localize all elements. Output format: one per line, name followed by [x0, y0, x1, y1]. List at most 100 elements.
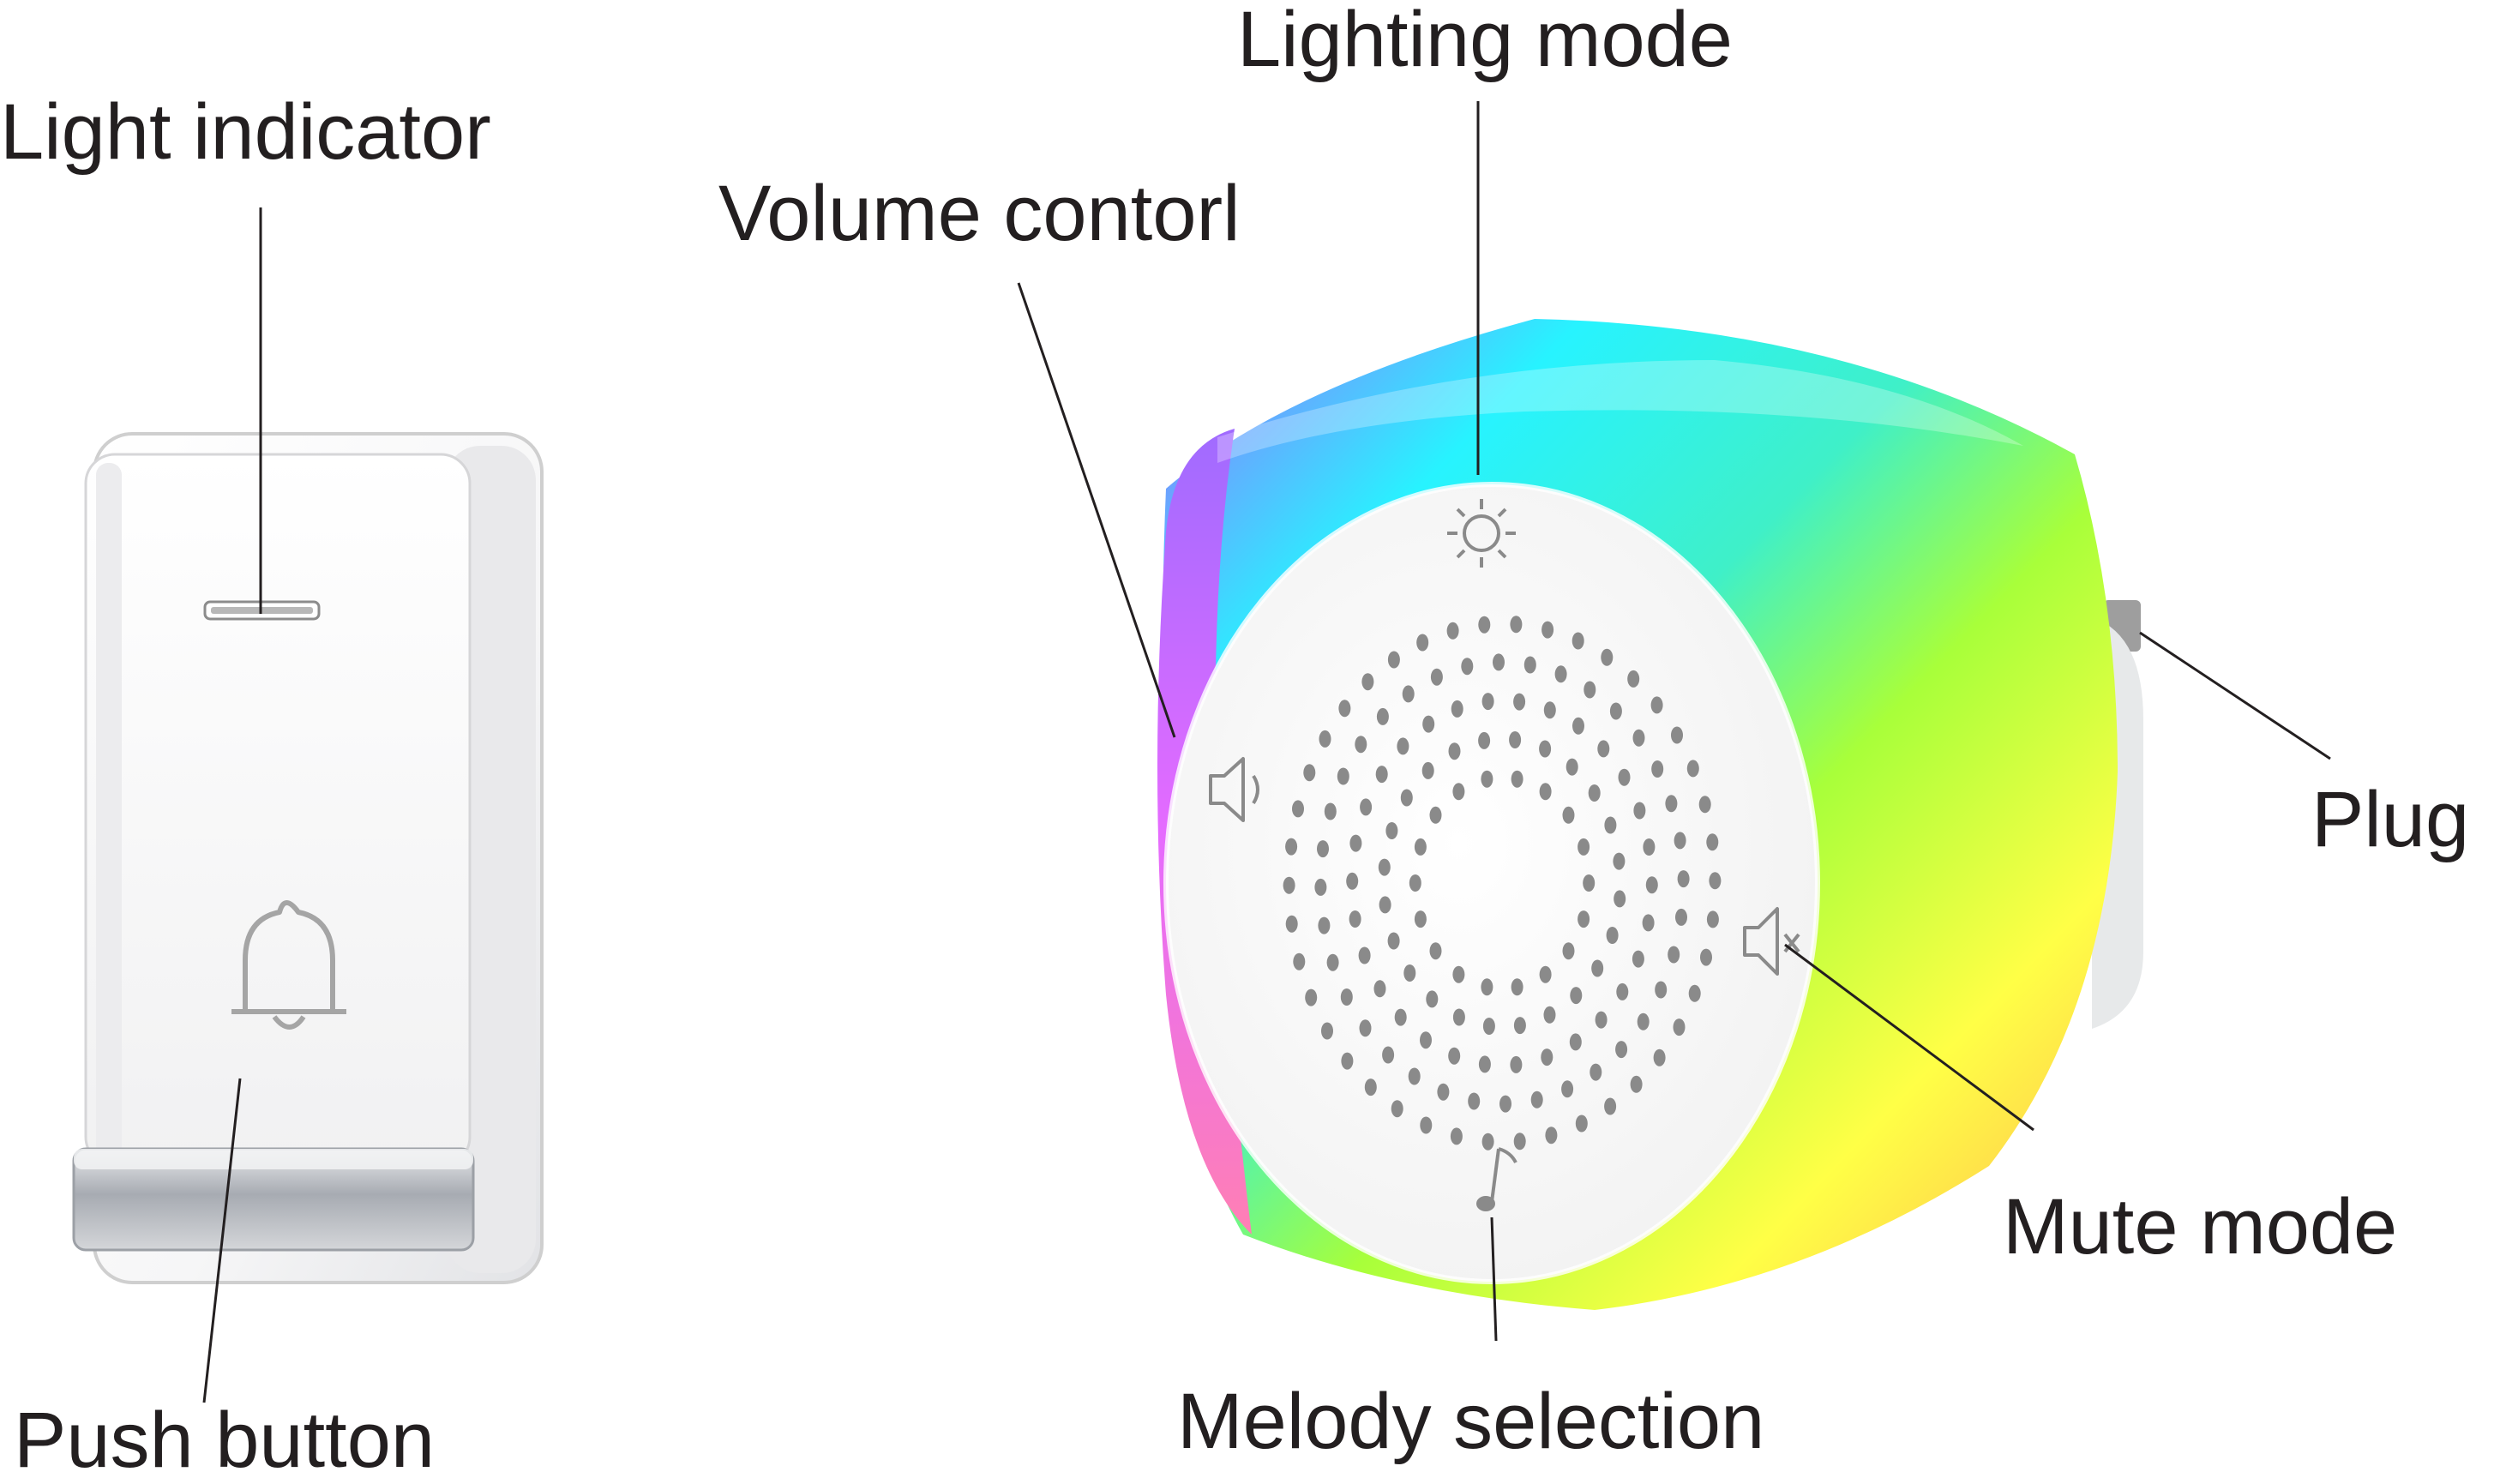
speaker-hole	[1643, 838, 1656, 856]
speaker-hole	[1588, 784, 1601, 802]
speaker-hole	[1437, 1083, 1450, 1101]
speaker-hole	[1317, 840, 1329, 858]
speaker-hole	[1481, 978, 1493, 996]
speaker-hole	[1510, 1055, 1523, 1073]
speaker-hole	[1575, 1115, 1588, 1133]
speaker-hole	[1583, 874, 1596, 892]
speaker-hole	[1653, 1048, 1666, 1066]
label-lighting-mode: Lighting mode	[1237, 0, 1733, 83]
speaker-hole	[1346, 872, 1359, 890]
speaker-hole	[1414, 838, 1427, 856]
speaker-hole	[1400, 789, 1413, 807]
speaker-hole	[1429, 806, 1442, 824]
speaker-hole	[1461, 658, 1474, 676]
speaker-hole	[1698, 796, 1711, 814]
speaker-hole	[1429, 942, 1442, 960]
label-plug: Plug	[2311, 776, 2470, 863]
speaker-hole	[1706, 910, 1719, 928]
speaker-hole	[1283, 876, 1295, 894]
speaker-hole	[1584, 681, 1596, 699]
speaker-hole	[1448, 1047, 1461, 1065]
speaker-hole	[1303, 764, 1316, 782]
label-light-indicator: Light indicator	[0, 88, 491, 176]
speaker-hole	[1394, 1008, 1407, 1026]
speaker-hole	[1402, 685, 1415, 703]
speaker-hole	[1554, 665, 1567, 683]
speaker-hole	[1481, 770, 1493, 788]
speaker-hole	[1326, 953, 1339, 971]
speaker-hole	[1319, 730, 1331, 748]
speaker-hole	[1468, 1092, 1481, 1110]
speaker-hole	[1655, 981, 1668, 999]
speaker-hole	[1630, 1075, 1643, 1093]
speaker-hole	[1539, 965, 1552, 983]
speaker-hole	[1686, 760, 1699, 778]
speaker-hole	[1513, 1133, 1526, 1151]
speaker-hole	[1632, 950, 1644, 968]
speaker-hole	[1360, 798, 1373, 816]
speaker-hole	[1651, 760, 1664, 778]
speaker-hole	[1609, 702, 1622, 720]
speaker-icon	[1209, 757, 1259, 822]
speaker-hole	[1421, 761, 1434, 779]
speaker-hole	[1541, 621, 1554, 639]
speaker-hole	[1627, 670, 1640, 688]
speaker-hole	[1543, 701, 1556, 719]
receiver	[1157, 319, 2143, 1310]
speaker-hole	[1539, 740, 1552, 758]
speaker-hole	[1450, 1127, 1463, 1145]
speaker-hole	[1416, 634, 1429, 652]
speaker-hole	[1482, 1018, 1495, 1035]
speaker-hole	[1373, 980, 1386, 998]
speaker-hole	[1642, 914, 1655, 932]
leader-lines	[202, 101, 2331, 1403]
speaker-hole	[1305, 988, 1318, 1006]
bell-icon	[231, 900, 346, 1030]
speaker-hole	[1511, 770, 1523, 788]
speaker-hole	[1539, 783, 1552, 801]
speaker-hole	[1285, 838, 1298, 856]
speaker-hole	[1511, 978, 1523, 996]
speaker-hole	[1572, 632, 1584, 650]
speaker-hole	[1709, 872, 1722, 890]
speaker-hole	[1292, 800, 1304, 818]
speaker-hole	[1403, 964, 1416, 982]
label-melody-selection: Melody selection	[1177, 1378, 1765, 1465]
music-note-icon	[1476, 1147, 1517, 1211]
speaker-hole	[1601, 648, 1614, 666]
speaker-hole	[1637, 1012, 1650, 1030]
speaker-hole	[1591, 959, 1604, 977]
speaker-hole	[1590, 1063, 1602, 1081]
speaker-hole	[1426, 990, 1439, 1008]
speaker-mute-icon	[1743, 907, 1800, 976]
speaker-hole	[1615, 1041, 1628, 1059]
speaker-hole	[1513, 693, 1526, 711]
speaker-hole	[1321, 1022, 1333, 1040]
speaker-hole	[1541, 1048, 1553, 1066]
speaker-hole	[1665, 795, 1678, 813]
speaker-hole	[1355, 736, 1367, 754]
speaker-hole	[1570, 987, 1583, 1005]
speaker-hole	[1409, 874, 1421, 892]
speaker-hole	[1478, 616, 1491, 634]
speaker-hole	[1614, 890, 1626, 908]
speaker-hole	[1349, 834, 1362, 852]
speaker-hole	[1578, 910, 1590, 928]
speaker-hole	[1675, 908, 1687, 926]
speaker-hole	[1452, 965, 1465, 983]
speaker-hole	[1650, 696, 1663, 714]
speaker-hole	[1604, 816, 1617, 834]
speaker-hole	[1673, 1018, 1686, 1036]
speaker-hole	[1387, 651, 1400, 669]
speaker-hole	[1618, 768, 1631, 786]
speaker-hole	[1633, 802, 1646, 820]
speaker-hole	[1595, 1011, 1608, 1029]
speaker-hole	[1478, 731, 1491, 749]
speaker-hole	[1452, 1008, 1465, 1026]
speaker-hole	[1422, 715, 1435, 733]
speaker-hole	[1293, 952, 1306, 970]
speaker-hole	[1318, 916, 1331, 934]
speaker-hole	[1324, 802, 1337, 820]
speaker-hole	[1545, 1127, 1558, 1145]
leader-volume	[1017, 282, 1176, 738]
